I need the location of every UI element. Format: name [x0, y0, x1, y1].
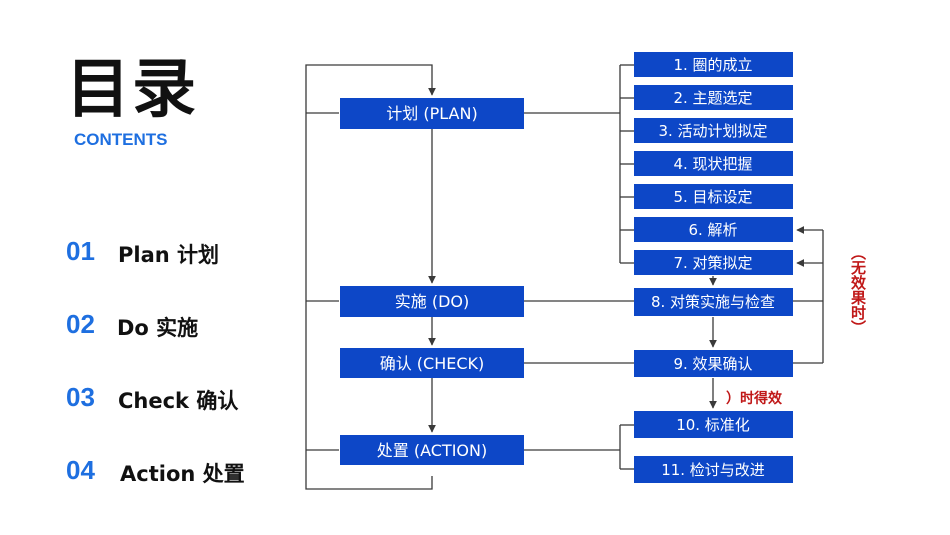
page-title: 目录 — [66, 53, 198, 127]
toc-label: Plan 计划 — [118, 243, 220, 267]
no-effect-note: （无效果时） — [849, 245, 867, 335]
step-label: 11. 检讨与改进 — [661, 461, 765, 479]
step-label: 3. 活动计划拟定 — [658, 122, 767, 140]
step-box-4[interactable]: 4. 现状把握 — [634, 151, 793, 176]
step-box-9[interactable]: 9. 效果确认 — [634, 350, 793, 377]
phase-plan-label: 计划 (PLAN) — [386, 104, 477, 123]
phase-plan-box[interactable]: 计划 (PLAN) — [340, 98, 524, 129]
step-box-1[interactable]: 1. 圈的成立 — [634, 52, 793, 77]
page-subtitle: CONTENTS — [74, 130, 168, 149]
toc-label: Check 确认 — [118, 389, 239, 413]
phase-action-box[interactable]: 处置 (ACTION) — [340, 435, 524, 465]
step-box-6[interactable]: 6. 解析 — [634, 217, 793, 242]
step-box-3[interactable]: 3. 活动计划拟定 — [634, 118, 793, 143]
phase-do-box[interactable]: 实施 (DO) — [340, 286, 524, 317]
step-box-11[interactable]: 11. 检讨与改进 — [634, 456, 793, 483]
step-label: 6. 解析 — [688, 221, 737, 239]
toc-label: Action 处置 — [120, 462, 245, 486]
step-label: 7. 对策拟定 — [673, 254, 752, 272]
step-label: 2. 主题选定 — [673, 89, 752, 107]
step-label: 1. 圈的成立 — [673, 56, 752, 74]
step-label: 9. 效果确认 — [673, 355, 752, 373]
toc-number: 02 — [66, 309, 95, 339]
toc-label: Do 实施 — [117, 316, 199, 340]
phase-action-label: 处置 (ACTION) — [377, 441, 487, 460]
step-box-8[interactable]: 8. 对策实施与检查 — [634, 288, 793, 316]
toc-number: 01 — [66, 236, 95, 266]
step-box-10[interactable]: 10. 标准化 — [634, 411, 793, 438]
toc-number: 04 — [66, 455, 95, 485]
toc-number: 03 — [66, 382, 95, 412]
connector-lines — [305, 64, 824, 490]
effective-note: ）时得效 — [726, 390, 783, 407]
phase-do-label: 实施 (DO) — [395, 292, 470, 311]
step-box-5[interactable]: 5. 目标设定 — [634, 184, 793, 209]
phase-check-label: 确认 (CHECK) — [380, 354, 485, 373]
phase-check-box[interactable]: 确认 (CHECK) — [340, 348, 524, 378]
step-box-2[interactable]: 2. 主题选定 — [634, 85, 793, 110]
step-box-7[interactable]: 7. 对策拟定 — [634, 250, 793, 275]
step-label: 8. 对策实施与检查 — [651, 293, 775, 311]
step-label: 10. 标准化 — [676, 416, 750, 434]
step-label: 5. 目标设定 — [673, 188, 752, 206]
step-label: 4. 现状把握 — [673, 155, 752, 173]
